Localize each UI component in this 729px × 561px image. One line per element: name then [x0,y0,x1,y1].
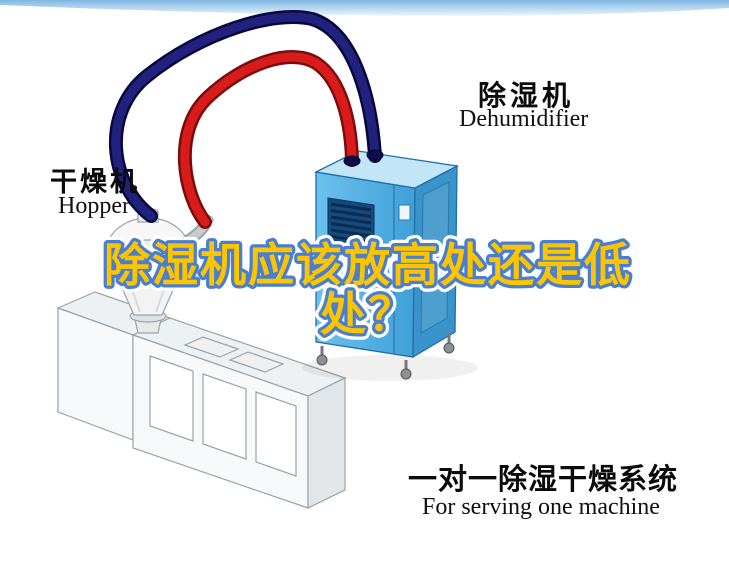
headline-line1-halo: 除湿机应该放高处还是低 [104,239,632,291]
cabinet-shadow [302,355,478,381]
dryer-top-hatch-1 [183,336,240,358]
caption-en: For serving one machine [422,494,660,520]
caption-cn: 一对一除湿干燥系统 [408,464,679,496]
hopper-illustration [105,207,214,334]
dryer-label-en: Hopper [58,193,130,219]
cabinet-handle [398,250,403,266]
hopper-rim [105,239,191,265]
headline-line1-outline: 除湿机应该放高处还是低 [104,239,632,291]
dehumidifier-label-cn: 除湿机 [478,80,575,111]
headline-line2-halo: 处？ [320,288,416,340]
cabinet-label-plate [398,204,411,221]
dryer-door-1 [149,355,194,442]
dryer-machine-illustration [56,291,347,509]
vent-grille [327,197,375,253]
dryer-label-cn: 干燥机 [50,167,140,197]
cabinet-side-panel [420,181,450,334]
supply-air-pipe [177,50,359,229]
dryer-body-side-face [307,377,346,509]
dryer-door-2 [202,373,247,460]
headline-line2: 处？ [320,288,416,340]
caster-wheels [316,334,455,380]
return-air-pipe [109,10,382,223]
dehumidifier-illustration [302,150,478,381]
dryer-top-hatch-2 [228,351,285,373]
headline-text: 除湿机应该放高处还是低 除湿机应该放高处还是低 除湿机应该放高处还是低 处？ 处… [98,233,637,347]
pipe-fittings [343,149,384,167]
headline-line1: 除湿机应该放高处还是低 [104,239,632,291]
top-band-decoration [0,0,729,16]
headline-line2-outline: 处？ [320,288,416,340]
dehumidifier-label-en: Dehumidifier [459,106,589,132]
dryer-door-3 [255,391,297,477]
